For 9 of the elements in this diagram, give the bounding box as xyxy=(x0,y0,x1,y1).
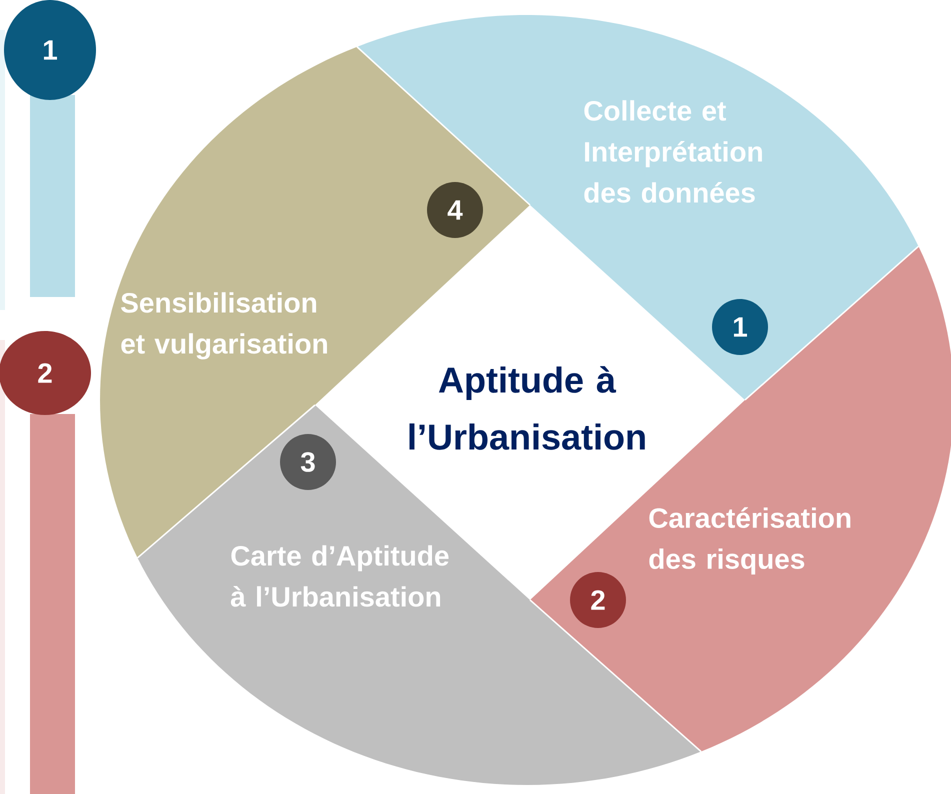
number-badge: 3 xyxy=(280,434,336,490)
number-badge: 1 xyxy=(712,299,768,355)
center-title: Aptitude à l’Urbanisation xyxy=(410,366,645,450)
number-badge: 4 xyxy=(427,182,483,238)
bar xyxy=(30,95,75,297)
step-badge: 1 xyxy=(4,0,96,100)
number-badge: 2 xyxy=(570,572,626,628)
step-badge: 2 xyxy=(0,331,91,415)
bar xyxy=(30,414,75,794)
